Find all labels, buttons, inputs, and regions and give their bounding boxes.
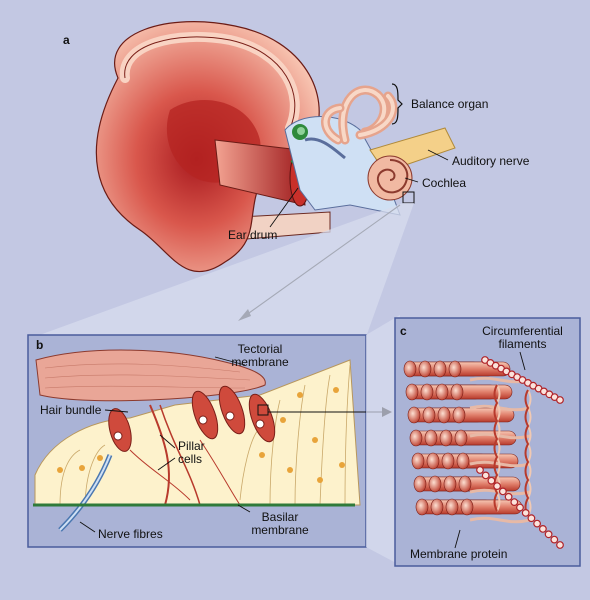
filament-bead <box>516 503 524 512</box>
zoom-wedge-c <box>366 315 400 565</box>
protein-rod-end <box>415 498 429 516</box>
filament-bead <box>533 519 541 528</box>
balance-organ-brace <box>391 83 403 125</box>
filament-link <box>469 432 531 440</box>
protein-rod-end <box>445 498 459 516</box>
twisted-filament <box>524 389 530 517</box>
twisted-filament <box>526 389 532 517</box>
label-tectorial-membrane: Tectorial membrane <box>231 342 289 369</box>
filament-bead <box>487 476 496 485</box>
zoom-wedge <box>34 203 414 337</box>
label-membrane-protein: Membrane protein <box>410 547 508 561</box>
protein-rod-end <box>426 452 440 470</box>
leader-lines-c <box>454 351 526 549</box>
protein-rod-end <box>405 383 419 401</box>
protein-rod-end <box>448 360 462 378</box>
panel-label-a: a <box>63 33 70 47</box>
leader-lines-a <box>269 149 449 228</box>
protein-rod-end <box>413 475 427 493</box>
label-balance-organ: Balance organ <box>411 97 489 111</box>
label-hair-bundle: Hair bundle <box>40 403 102 417</box>
protein-rod-end <box>439 429 453 447</box>
protein-rod-end <box>420 383 434 401</box>
filament-bead <box>481 471 490 480</box>
filament-bead <box>544 530 553 539</box>
filament-bead <box>476 466 484 474</box>
cochlea-illustration <box>367 155 415 204</box>
filament-bead <box>527 514 536 523</box>
organ-of-corti-cells <box>34 359 361 506</box>
protein-rod-end <box>407 406 421 424</box>
protein-rod-end <box>424 429 438 447</box>
leader-lines-b <box>79 356 251 533</box>
protein-rod-end <box>411 452 425 470</box>
filament-bead <box>504 492 513 501</box>
panel-label-b: b <box>36 338 44 352</box>
protein-rod-end <box>443 475 457 493</box>
filament-bead <box>550 535 559 544</box>
label-basilar-membrane: Basilar membrane <box>251 510 309 537</box>
protein-rod-end <box>418 360 432 378</box>
filament-link <box>469 516 531 524</box>
circumferential-filaments <box>469 356 564 549</box>
twisted-filament <box>493 384 499 512</box>
filament-bead <box>499 487 507 496</box>
filament-bead <box>493 482 502 491</box>
balance-organ-illustration <box>321 85 398 145</box>
filament-bead <box>556 396 564 404</box>
label-cochlea: Cochlea <box>422 176 467 190</box>
protein-rod-end <box>450 383 464 401</box>
label-pillar-cells: Pillar cells <box>178 439 205 466</box>
filament-bead <box>521 509 530 517</box>
pillar-cells-and-nerves <box>58 404 241 532</box>
panel-label-c: c <box>400 324 407 338</box>
filament-bead <box>556 541 564 549</box>
protein-rod-end <box>437 406 451 424</box>
filament-bead <box>510 498 519 507</box>
protein-rod-end <box>422 406 436 424</box>
filament-bead <box>539 525 547 533</box>
protein-rod-end <box>456 452 470 470</box>
protein-rod-end <box>452 406 466 424</box>
protein-rod-end <box>454 429 468 447</box>
hair-cells <box>108 385 276 452</box>
protein-rod-end <box>458 475 472 493</box>
protein-rod-end <box>403 360 417 378</box>
protein-rod-end <box>433 360 447 378</box>
label-circumferential-filaments: Circumferential filaments <box>482 324 563 351</box>
twisted-filament <box>495 384 501 512</box>
protein-rod-end <box>441 452 455 470</box>
protein-rod-end <box>409 429 423 447</box>
label-auditory-nerve: Auditory nerve <box>452 154 530 168</box>
protein-rod-end <box>428 475 442 493</box>
label-nerve-fibres: Nerve fibres <box>98 527 163 541</box>
label-ear-drum: Ear drum <box>228 228 278 242</box>
membrane-protein-lattice <box>403 360 523 516</box>
protein-rod-end <box>430 498 444 516</box>
protein-rod-end <box>460 498 474 516</box>
protein-rod-end <box>435 383 449 401</box>
